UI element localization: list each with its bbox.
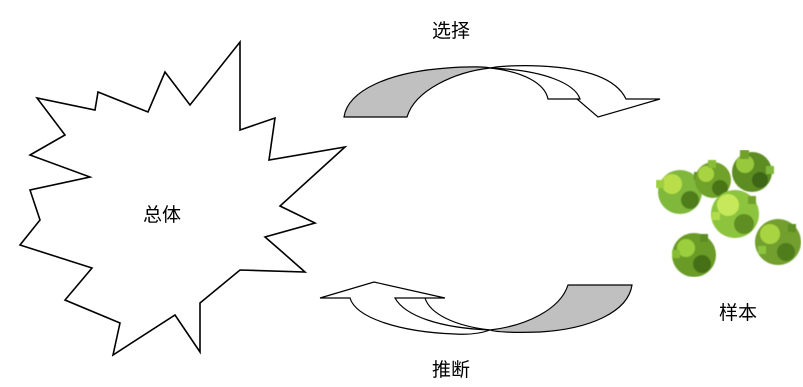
leaf-clump	[656, 170, 702, 214]
select-arrow-label: 选择	[432, 20, 471, 42]
sample-label: 样本	[719, 302, 758, 324]
leaf-clump	[732, 150, 774, 192]
bottom-curved-arrow	[319, 281, 633, 335]
population-starburst	[18, 39, 348, 357]
bottom-arrow-shaded-band	[489, 284, 633, 333]
leaf-clump	[711, 190, 759, 238]
bottom-arrow-inner-edge	[424, 297, 491, 331]
top-arrow-inner-edge	[489, 67, 577, 100]
top-curved-arrow	[343, 65, 661, 118]
top-arrow-shaded-band	[343, 66, 491, 118]
leaf-clump	[695, 160, 731, 198]
sample-leaf-cluster	[656, 150, 801, 277]
infer-arrow-label: 推断	[432, 359, 471, 381]
population-label: 总体	[143, 204, 182, 226]
leaf-clump	[755, 219, 801, 265]
bottom-arrow-white-body	[319, 281, 491, 335]
top-arrow-white-body	[489, 65, 661, 118]
leaf-clump	[672, 233, 716, 277]
